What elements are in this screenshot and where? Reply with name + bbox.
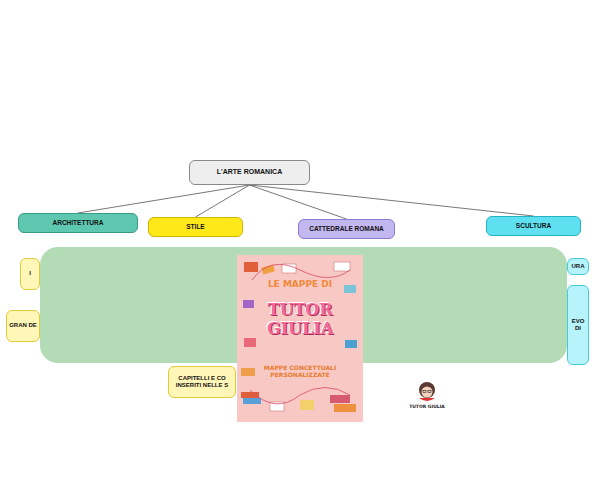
avatar xyxy=(419,382,435,401)
topic-box: ARCHITETTURA xyxy=(18,213,138,233)
node-text: ARCHITETTURA xyxy=(53,219,104,227)
node-text: STILE xyxy=(186,223,204,231)
cover-title: TUTOR GIULIA xyxy=(250,300,350,338)
topic-box: STILE xyxy=(148,217,243,237)
cover-subtitle: LE MAPPE DI xyxy=(240,279,360,290)
node-text: CAPITELLI E CO INSERITI NELLE S xyxy=(171,375,233,390)
detail-box: URA xyxy=(567,258,589,275)
connector-line xyxy=(196,185,250,217)
node-text: EVO DI xyxy=(570,318,586,333)
cover-caption: MAPPE CONCETTUALI PERSONALIZZATE xyxy=(256,364,344,378)
connector-line xyxy=(250,185,534,216)
node-text: I xyxy=(29,270,31,278)
detail-box: EVO DI xyxy=(567,285,589,365)
node-text: CATTEDRALE ROMANA xyxy=(309,225,384,233)
node-text: SCULTURA xyxy=(516,222,551,230)
detail-box: CAPITELLI E CO INSERITI NELLE S xyxy=(168,366,236,398)
node-text: L'ARTE ROMANICA xyxy=(217,168,282,177)
node-text: URA xyxy=(572,263,585,271)
detail-box: GRAN DE xyxy=(6,310,40,342)
root-box: L'ARTE ROMANICA xyxy=(189,160,310,185)
connector-line xyxy=(78,185,250,213)
avatar-caption: TUTOR GIULIA xyxy=(404,404,450,409)
node-text: GRAN DE xyxy=(9,322,37,330)
cover xyxy=(237,255,363,422)
topic-box: SCULTURA xyxy=(486,216,581,236)
detail-box: I xyxy=(20,258,40,290)
topic-box: CATTEDRALE ROMANA xyxy=(298,219,395,239)
